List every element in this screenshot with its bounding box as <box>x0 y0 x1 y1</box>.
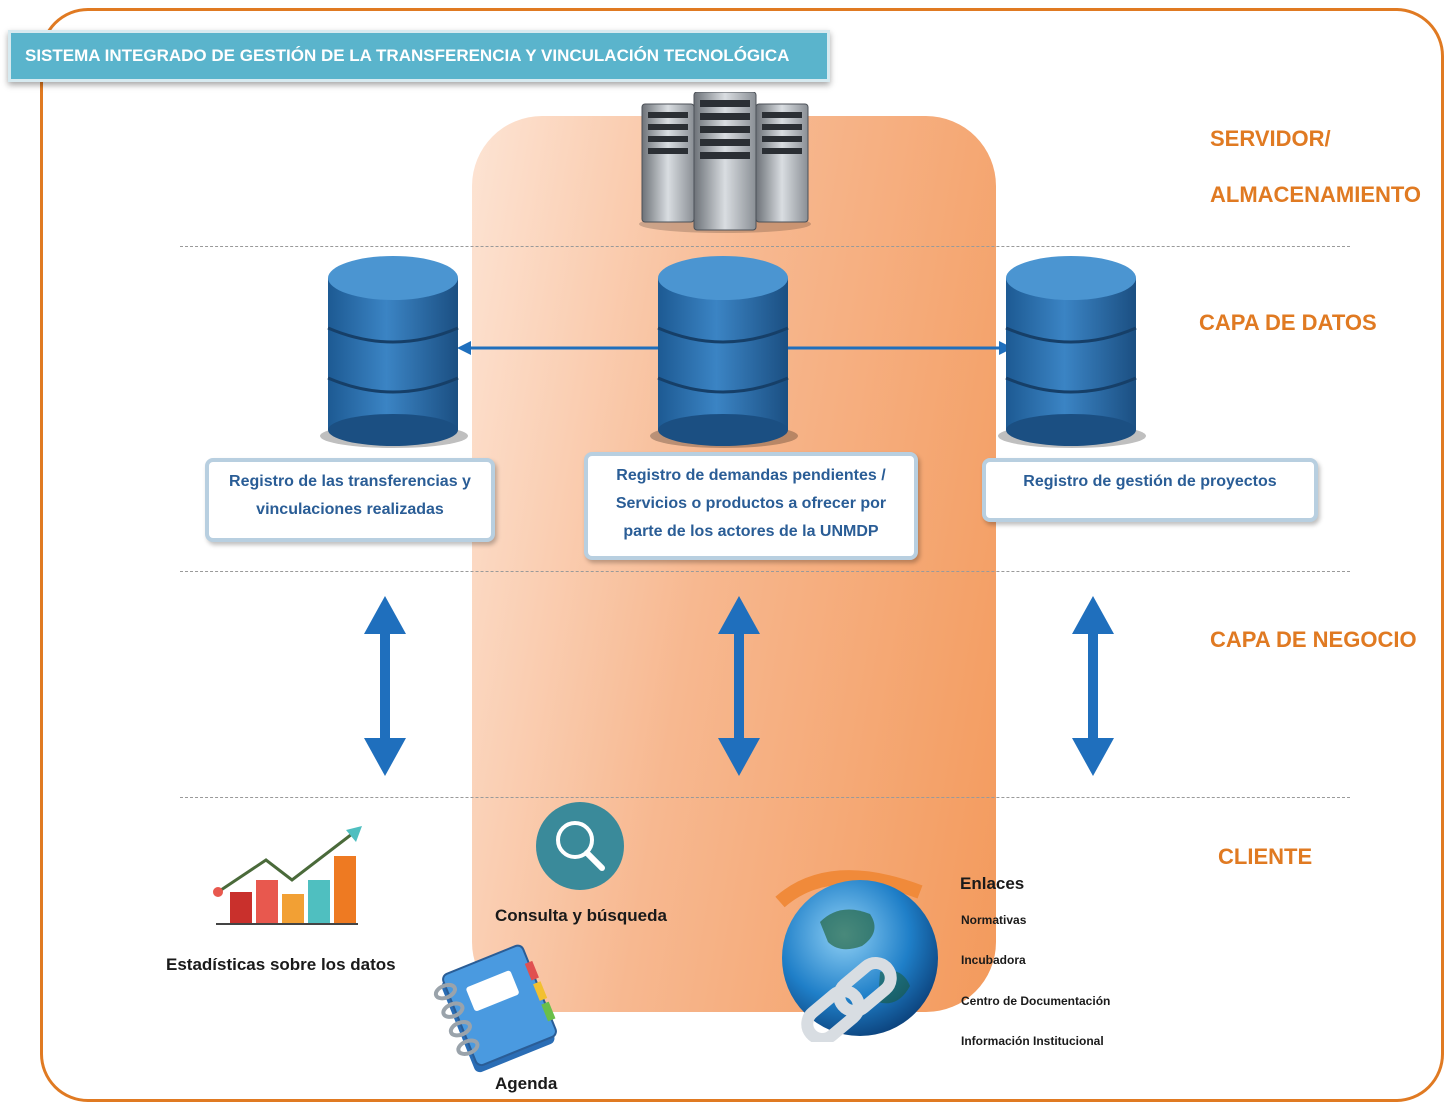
registry-line: Registro de gestión de proyectos <box>1023 473 1277 490</box>
chart-icon <box>213 826 362 925</box>
database-icon <box>650 256 798 448</box>
database-icon <box>998 256 1146 448</box>
registry-box-transfers: Registro de las transferencias y vincula… <box>205 458 495 542</box>
business-arrow <box>1072 596 1114 776</box>
link-centro-documentacion[interactable]: Centro de Documentación <box>961 994 1111 1008</box>
registry-line: Servicios o productos a ofrecer por <box>615 495 887 512</box>
business-arrow <box>718 596 760 776</box>
search-icon[interactable] <box>534 800 626 892</box>
layer-label-data: CAPA DE DATOS <box>1199 310 1377 335</box>
layer-label-server: SERVIDOR/ <box>1210 126 1331 151</box>
layer-label-client: CLIENTE <box>1218 844 1313 869</box>
layer-label-business: CAPA DE NEGOCIO <box>1210 627 1417 652</box>
stats-caption: Estadísticas sobre los datos <box>166 955 396 974</box>
layer-divider <box>180 797 1350 798</box>
link-incubadora[interactable]: Incubadora <box>961 953 1026 967</box>
links-title: Enlaces <box>960 874 1025 893</box>
database-icon <box>320 256 468 448</box>
layer-label-storage: ALMACENAMIENTO <box>1210 182 1422 207</box>
registry-line: parte de los actores de la UNMDP <box>623 523 879 540</box>
layer-divider <box>180 246 1350 247</box>
registry-box-demands: Registro de demandas pendientes / Servic… <box>584 452 918 560</box>
registry-line: Registro de demandas pendientes / <box>616 467 886 484</box>
agenda-caption: Agenda <box>495 1074 558 1093</box>
layer-divider <box>180 571 1350 572</box>
globe-link-icon[interactable] <box>770 862 950 1042</box>
link-informacion-institucional[interactable]: Información Institucional <box>961 1034 1104 1048</box>
diagram-title: SISTEMA INTEGRADO DE GESTIÓN DE LA TRANS… <box>8 30 830 82</box>
business-arrow <box>364 596 406 776</box>
registry-box-projects: Registro de gestión de proyectos <box>982 458 1318 522</box>
registry-line: vinculaciones realizadas <box>256 501 444 518</box>
agenda-icon[interactable] <box>428 944 564 1076</box>
registry-line: Registro de las transferencias y <box>229 473 471 490</box>
search-caption: Consulta y búsqueda <box>495 906 667 925</box>
diagram-frame <box>40 8 1444 1102</box>
server-icon <box>639 92 811 233</box>
link-normativas[interactable]: Normativas <box>961 913 1027 927</box>
